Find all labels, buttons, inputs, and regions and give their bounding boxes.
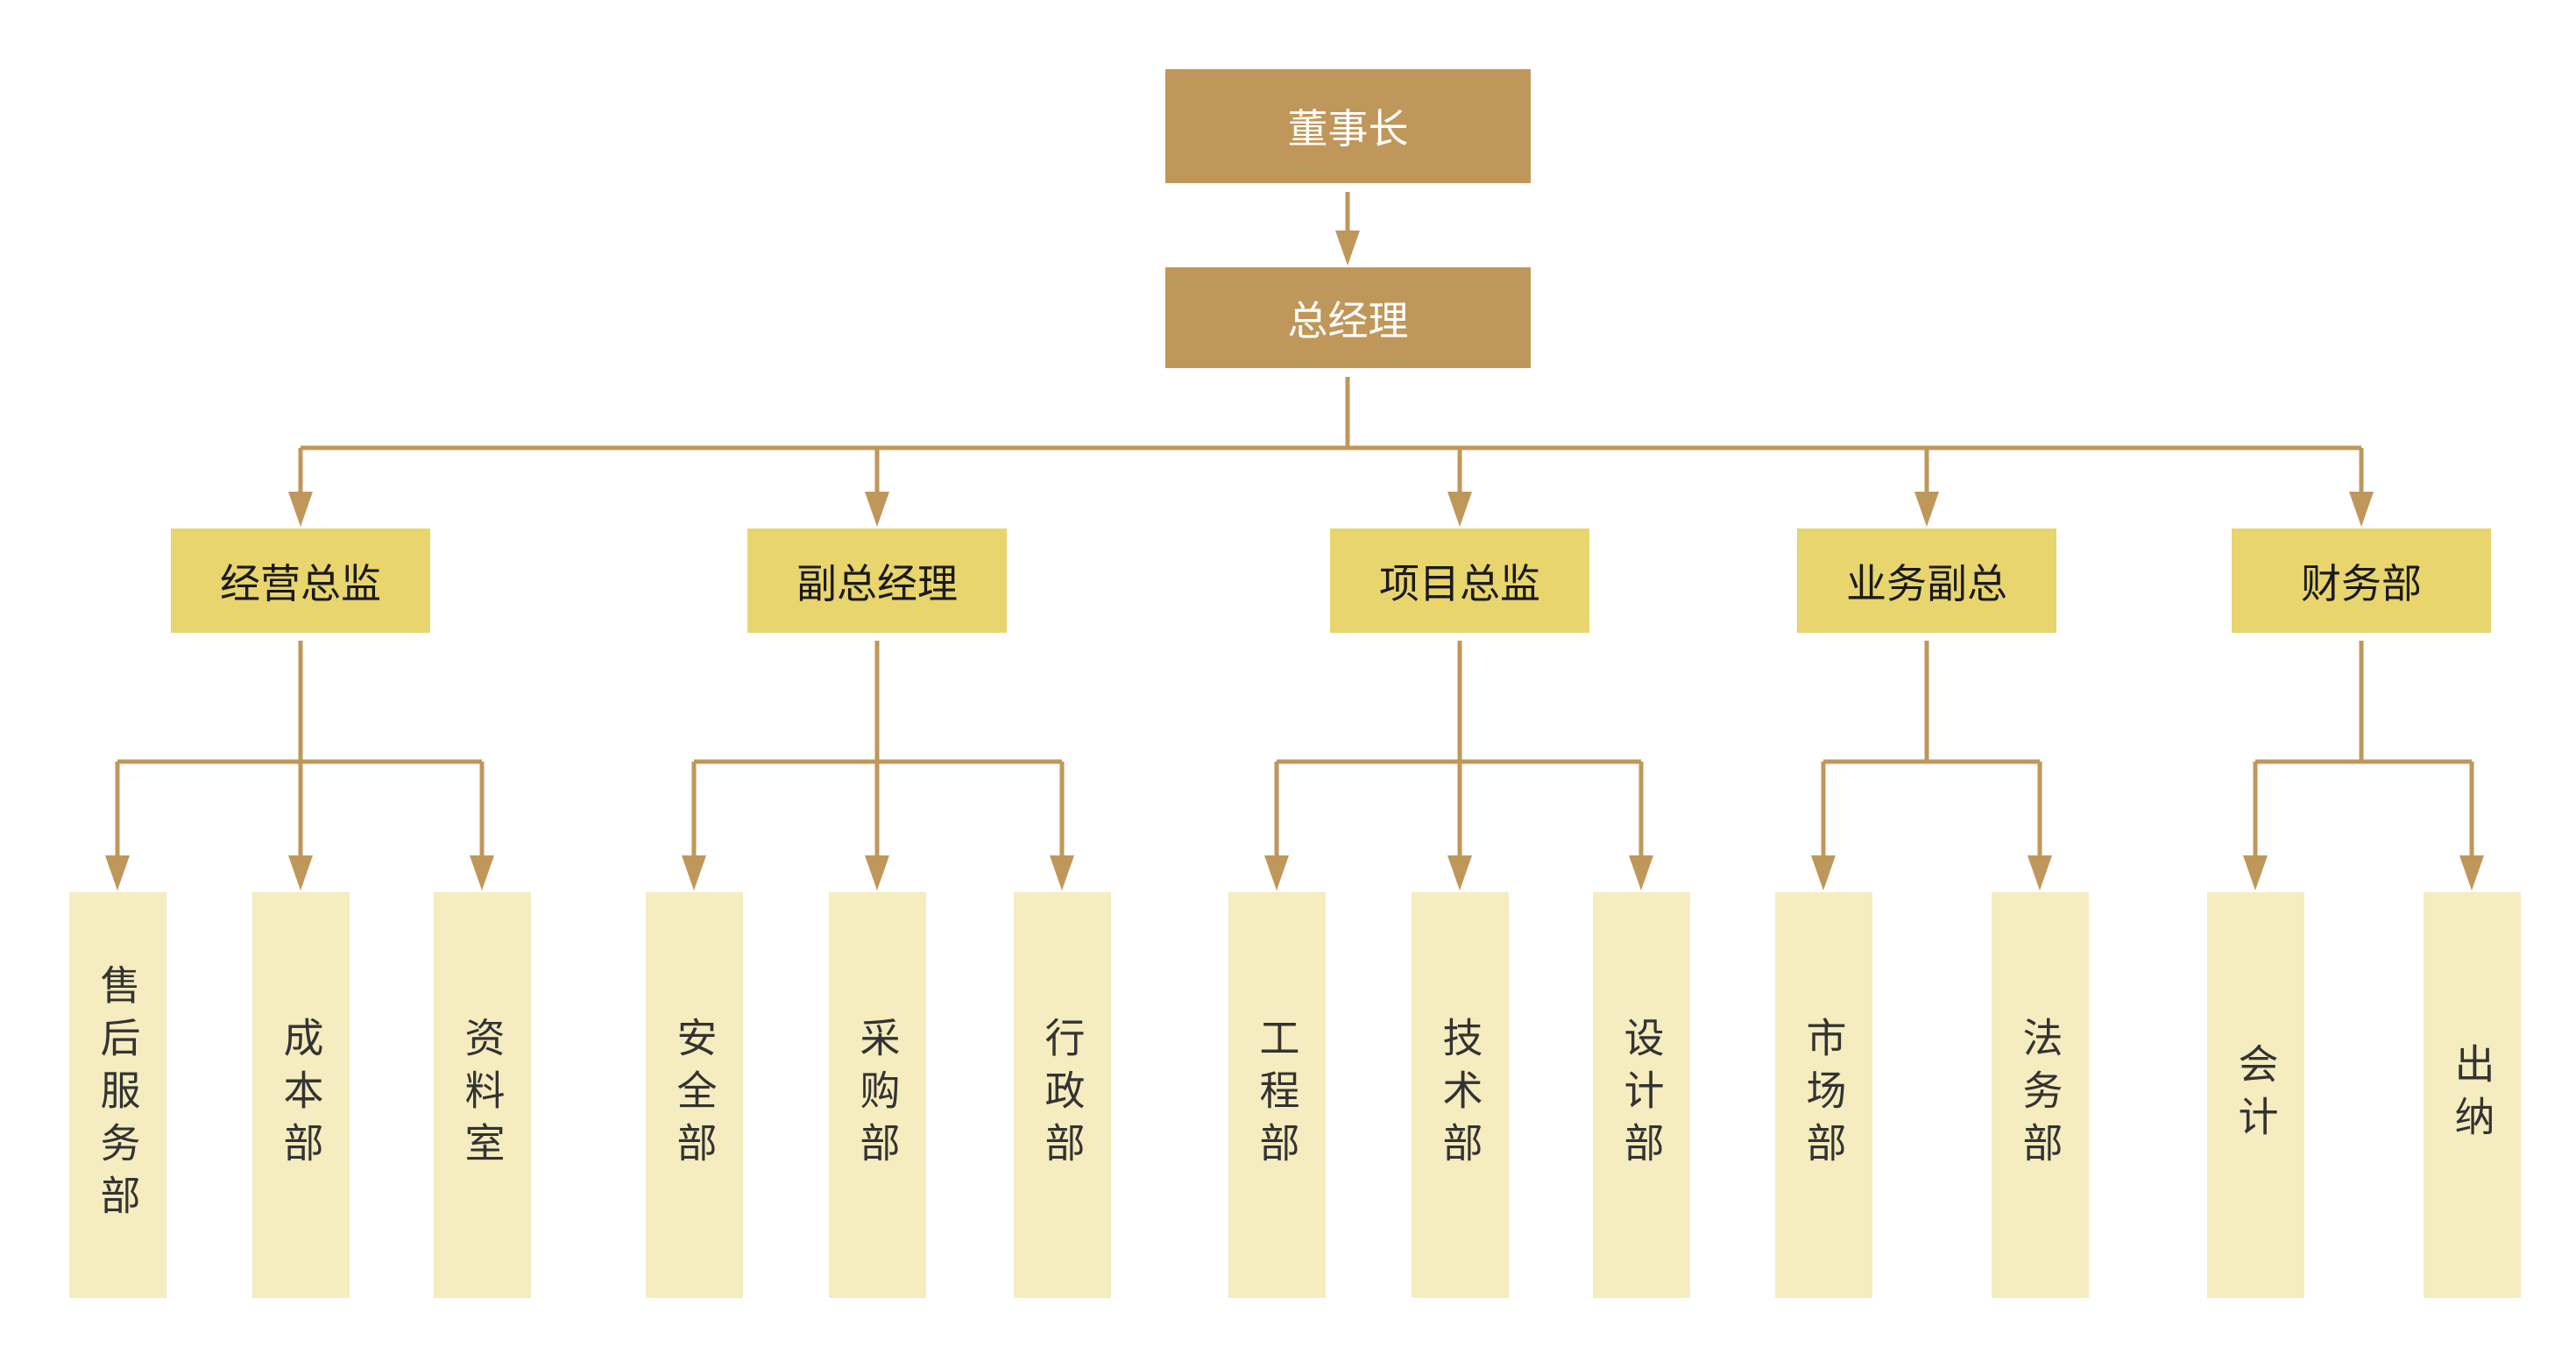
node-sub-department[interactable]: 市场部 (1775, 892, 1872, 1298)
node-department[interactable]: 经营总监 (171, 528, 430, 633)
arrow-head-icon (1264, 855, 1289, 890)
arrow-head-icon (1914, 492, 1939, 527)
node-sub-department[interactable]: 成本部 (252, 892, 350, 1298)
node-label: 成本部 (277, 1016, 325, 1174)
node-department[interactable]: 副总经理 (747, 528, 1007, 633)
node-label: 总经理 (1287, 296, 1409, 344)
arrow-head-icon (1811, 855, 1836, 890)
node-sub-department[interactable]: 法务部 (1992, 892, 2089, 1298)
arrow-head-icon (1447, 855, 1472, 890)
arrow-head-icon (470, 855, 494, 890)
node-general-manager[interactable]: 总经理 (1165, 267, 1531, 368)
node-sub-department[interactable]: 售后服务部 (69, 892, 166, 1298)
arrow-head-icon (682, 855, 706, 890)
node-sub-department[interactable]: 采购部 (829, 892, 926, 1298)
node-label: 采购部 (853, 1016, 902, 1174)
node-label: 市场部 (1800, 1016, 1848, 1174)
arrow-head-icon (105, 855, 130, 890)
node-label: 副总经理 (796, 559, 958, 607)
node-label: 资料室 (458, 1016, 506, 1174)
node-sub-department[interactable]: 会计 (2207, 892, 2304, 1298)
arrow-head-icon (865, 855, 889, 890)
node-sub-department[interactable]: 出纳 (2424, 892, 2521, 1298)
node-label: 安全部 (670, 1016, 718, 1174)
node-label: 出纳 (2448, 1042, 2496, 1148)
node-label: 行政部 (1038, 1016, 1086, 1174)
arrow-head-icon (1447, 492, 1472, 527)
node-department[interactable]: 业务副总 (1797, 528, 2056, 633)
arrow-head-icon (2349, 492, 2374, 527)
node-label: 业务副总 (1846, 559, 2007, 607)
arrow-head-icon (865, 492, 889, 527)
node-label: 财务部 (2301, 559, 2422, 607)
arrow-head-icon (1335, 231, 1360, 266)
arrow-head-icon (1629, 855, 1653, 890)
node-label: 董事长 (1287, 105, 1409, 153)
node-sub-department[interactable]: 工程部 (1228, 892, 1326, 1298)
node-sub-department[interactable]: 设计部 (1593, 892, 1690, 1298)
arrow-head-icon (1050, 855, 1074, 890)
node-sub-department[interactable]: 行政部 (1014, 892, 1111, 1298)
node-label: 技术部 (1436, 1016, 1484, 1174)
node-label: 设计部 (1617, 1016, 1666, 1174)
node-sub-department[interactable]: 技术部 (1412, 892, 1509, 1298)
arrow-head-icon (288, 855, 313, 890)
node-department[interactable]: 财务部 (2232, 528, 2491, 633)
node-department[interactable]: 项目总监 (1330, 528, 1589, 633)
node-label: 项目总监 (1379, 559, 1540, 607)
node-label: 经营总监 (220, 559, 381, 607)
node-sub-department[interactable]: 安全部 (646, 892, 743, 1298)
arrow-head-icon (288, 492, 313, 527)
node-label: 会计 (2232, 1042, 2280, 1148)
node-label: 售后服务部 (94, 963, 142, 1227)
node-label: 法务部 (2016, 1016, 2064, 1174)
arrow-head-icon (2243, 855, 2268, 890)
arrow-head-icon (2459, 855, 2484, 890)
node-label: 工程部 (1253, 1016, 1301, 1174)
node-chairman[interactable]: 董事长 (1165, 69, 1531, 183)
arrow-head-icon (2028, 855, 2052, 890)
node-sub-department[interactable]: 资料室 (434, 892, 531, 1298)
